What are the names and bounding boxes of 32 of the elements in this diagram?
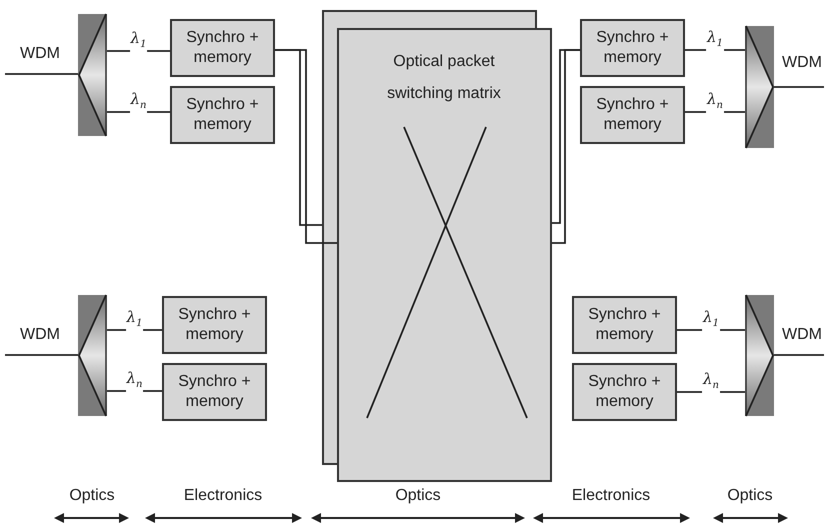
connector-line xyxy=(773,354,824,356)
connector-line xyxy=(275,49,337,244)
region-label: Electronics xyxy=(572,486,650,506)
node-label: WDM xyxy=(782,53,822,73)
process-box: Synchro + memory xyxy=(572,363,677,421)
edge-label: λ$_{n}$ xyxy=(126,369,144,394)
connector-line xyxy=(773,86,824,88)
process-box: Synchro + memory xyxy=(170,86,275,144)
region-label: Optics xyxy=(395,486,441,506)
region-label: Optics xyxy=(69,486,115,506)
edge-label: λ$_{1}$ xyxy=(706,28,724,53)
process-box: Synchro + memory xyxy=(162,363,267,421)
connector-line xyxy=(5,73,79,75)
process-box: Synchro + memory xyxy=(580,19,685,77)
matrix-title: Optical packet switching matrix xyxy=(386,52,502,104)
region-label: Optics xyxy=(727,486,773,506)
edge-label: λ$_{n}$ xyxy=(130,90,148,115)
process-box: Synchro + memory xyxy=(580,86,685,144)
process-box: Synchro + memory xyxy=(572,296,677,354)
edge-label: λ$_{n}$ xyxy=(702,370,720,395)
node-label: WDM xyxy=(20,44,60,64)
process-box: Synchro + memory xyxy=(162,296,267,354)
switching-matrix-panel xyxy=(337,28,552,482)
connector-line xyxy=(5,354,79,356)
node-label: WDM xyxy=(20,325,60,345)
node-label: WDM xyxy=(782,325,822,345)
edge-label: λ$_{1}$ xyxy=(126,308,144,333)
process-box: Synchro + memory xyxy=(170,19,275,77)
region-label: Electronics xyxy=(184,486,262,506)
edge-label: λ$_{1}$ xyxy=(130,29,148,54)
edge-label: λ$_{n}$ xyxy=(706,90,724,115)
edge-label: λ$_{1}$ xyxy=(702,308,720,333)
